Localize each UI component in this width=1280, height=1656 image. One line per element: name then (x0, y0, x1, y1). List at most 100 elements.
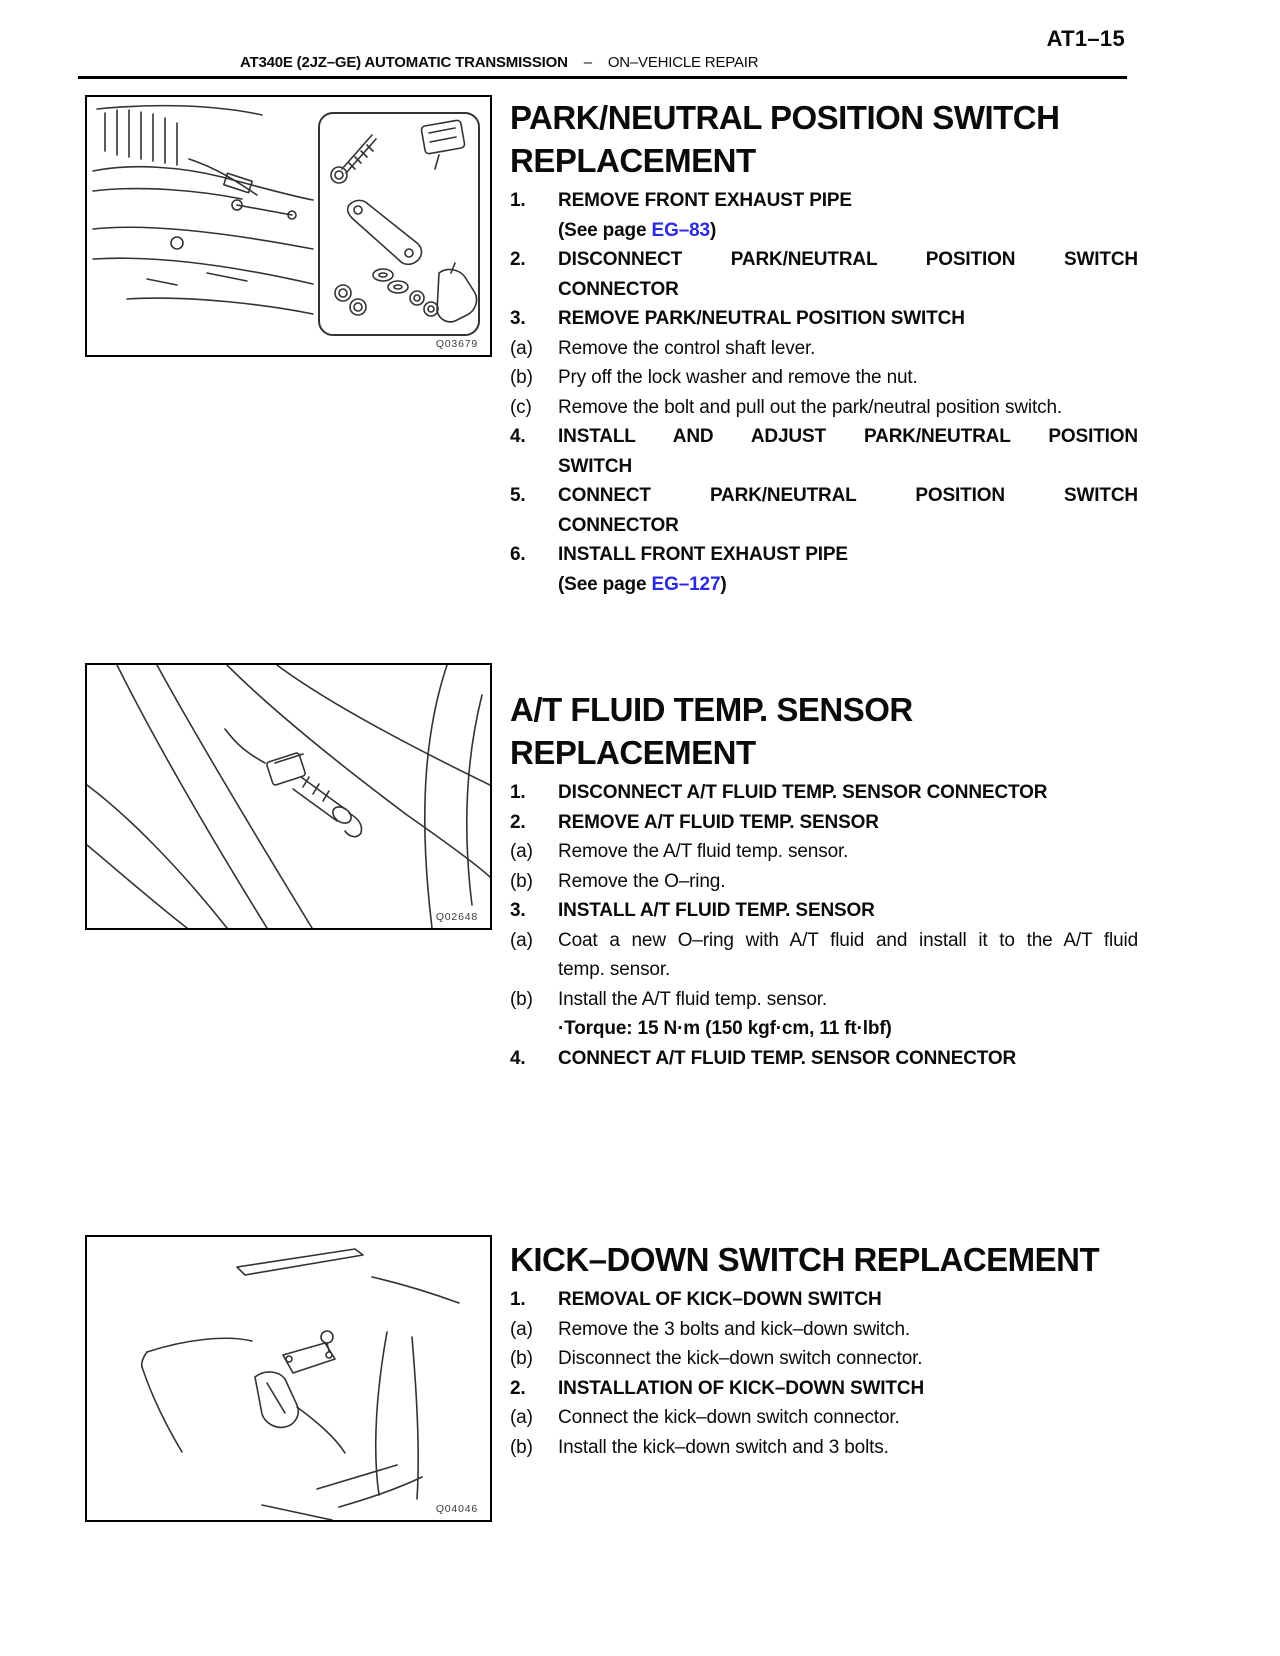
step-text: INSTALLATION OF KICK–DOWN SWITCH (558, 1377, 925, 1399)
substep-marker: (b) (510, 1436, 533, 1458)
step-marker: 6. (510, 544, 526, 565)
substep-marker: (b) (510, 870, 533, 892)
step-text: REMOVE PARK/NEUTRAL POSITION SWITCH (558, 308, 965, 329)
park-neutral-switch-illustration (92, 104, 480, 336)
figure-code: Q02648 (435, 911, 478, 923)
running-header: AT340E (2JZ–GE) AUTOMATIC TRANSMISSION –… (240, 54, 759, 71)
substep-marker: (a) (510, 1407, 533, 1428)
step-marker: 4. (510, 426, 526, 447)
kick-down-switch-illustration (140, 1248, 460, 1520)
step-item: 4. CONNECT A/T FLUID TEMP. SENSOR CONNEC… (510, 1044, 1138, 1074)
step-text: CONNECT A/T FLUID TEMP. SENSOR CONNECTOR (558, 1047, 1017, 1069)
substep-text: Pry off the lock washer and remove the n… (558, 367, 918, 388)
substep-marker: (a) (510, 841, 533, 862)
header-rule (78, 76, 1127, 79)
substep-text: Remove the A/T fluid temp. sensor. (558, 841, 849, 862)
substep-marker: (b) (510, 367, 533, 388)
step-item: 3. REMOVE PARK/NEUTRAL POSITION SWITCH (510, 304, 1138, 334)
substep-text: Remove the 3 bolts and kick–down switch. (558, 1318, 911, 1340)
substep-item: (a) Remove the A/T fluid temp. sensor. (510, 837, 1138, 867)
section-title: KICK–DOWN SWITCH REPLACEMENT (510, 1238, 1138, 1281)
fluid-temp-sensor-illustration (87, 665, 490, 928)
substep-text: Coat a new O–ring with A/T fluid and ins… (558, 929, 1138, 981)
substep-text: Remove the O–ring. (558, 870, 726, 892)
running-header-subtitle: ON–VEHICLE REPAIR (607, 54, 759, 71)
section-title-line: KICK–DOWN SWITCH REPLACEMENT (510, 1241, 1100, 1278)
see-page-prefix: (See page (558, 573, 652, 595)
substep-item: (b) Remove the O–ring. (510, 867, 1138, 897)
section-title-line: PARK/NEUTRAL POSITION SWITCH (510, 99, 1060, 136)
step-marker: 2. (510, 249, 526, 270)
step-text: (See page EG–83) (558, 216, 1138, 246)
see-page-suffix: ) (709, 219, 717, 241)
substep-text: Remove the bolt and pull out the park/ne… (558, 396, 1062, 418)
step-text: REMOVE A/T FLUID TEMP. SENSOR (558, 811, 879, 833)
substep-text: Connect the kick–down switch connector. (558, 1407, 900, 1428)
step-list: 1. REMOVE FRONT EXHAUST PIPE (See page E… (510, 186, 1138, 599)
substep-item: (b) Install the A/T fluid temp. sensor. (510, 985, 1138, 1015)
step-item: 1. REMOVE FRONT EXHAUST PIPE (510, 186, 1138, 216)
step-marker (510, 570, 558, 600)
see-page-prefix: (See page (558, 219, 652, 241)
step-marker (510, 216, 558, 246)
step-item: 2. REMOVE A/T FLUID TEMP. SENSOR (510, 808, 1138, 838)
section-title: PARK/NEUTRAL POSITION SWITCH REPLACEMENT (510, 96, 1138, 182)
section-kick-down-switch: KICK–DOWN SWITCH REPLACEMENT 1. REMOVAL … (510, 1238, 1138, 1462)
step-text: INSTALL A/T FLUID TEMP. SENSOR (558, 900, 875, 921)
substep-item: (c) Remove the bolt and pull out the par… (510, 393, 1138, 423)
substep-marker: (a) (510, 929, 533, 951)
substep-item: (b) Install the kick–down switch and 3 b… (510, 1433, 1138, 1463)
section-title-line: REPLACEMENT (510, 142, 756, 179)
section-title-line: A/T FLUID TEMP. SENSOR (510, 691, 913, 728)
step-marker: 2. (510, 811, 526, 833)
substep-text: Install the kick–down switch and 3 bolts… (558, 1436, 889, 1458)
step-marker: 2. (510, 1377, 526, 1399)
step-text: (See page EG–127) (558, 570, 1138, 600)
step-marker: 4. (510, 1047, 526, 1069)
step-marker: 1. (510, 782, 526, 803)
page-number: AT1–15 (1046, 26, 1125, 51)
step-list: 1. DISCONNECT A/T FLUID TEMP. SENSOR CON… (510, 778, 1138, 1073)
step-item: 1. DISCONNECT A/T FLUID TEMP. SENSOR CON… (510, 778, 1138, 808)
fluid-temp-sensor-figure: Q02648 (85, 663, 492, 930)
torque-spec-text: ·Torque: 15 N·m (150 kgf·cm, 11 ft·lbf) (558, 1018, 892, 1039)
substep-item: (a) Connect the kick–down switch connect… (510, 1403, 1138, 1433)
step-marker: 1. (510, 190, 526, 211)
step-marker: 3. (510, 900, 526, 921)
substep-text: Disconnect the kick–down switch connecto… (558, 1348, 923, 1369)
running-header-title: AT340E (2JZ–GE) AUTOMATIC TRANSMISSION (240, 54, 568, 71)
step-item: 6. INSTALL FRONT EXHAUST PIPE (510, 540, 1138, 570)
step-item: 2. DISCONNECT PARK/NEUTRAL POSITION SWIT… (510, 245, 1138, 304)
step-marker: 3. (510, 308, 526, 329)
substep-item: (a) Remove the 3 bolts and kick–down swi… (510, 1315, 1138, 1345)
substep-marker: (b) (510, 988, 533, 1010)
step-item: 3. INSTALL A/T FLUID TEMP. SENSOR (510, 896, 1138, 926)
step-text: REMOVE FRONT EXHAUST PIPE (558, 190, 852, 211)
kick-down-switch-figure: Q04046 (85, 1235, 492, 1522)
step-list: 1. REMOVAL OF KICK–DOWN SWITCH (a) Remov… (510, 1285, 1138, 1462)
step-item: (See page EG–83) (510, 216, 1138, 246)
section-title-line: REPLACEMENT (510, 734, 756, 771)
figure-code: Q04046 (435, 1503, 478, 1515)
park-neutral-switch-figure: Q03679 (85, 95, 492, 357)
step-text: REMOVAL OF KICK–DOWN SWITCH (558, 1289, 882, 1310)
figure-code: Q03679 (435, 338, 478, 350)
substep-marker: (c) (510, 396, 532, 418)
running-header-separator: – (583, 54, 592, 71)
section-fluid-temp-sensor: A/T FLUID TEMP. SENSOR REPLACEMENT 1. DI… (510, 688, 1138, 1073)
page-reference-link[interactable]: EG–83 (651, 219, 711, 241)
step-item: 2. INSTALLATION OF KICK–DOWN SWITCH (510, 1374, 1138, 1404)
see-page-suffix: ) (720, 573, 727, 595)
substep-text: Remove the control shaft lever. (558, 337, 816, 359)
step-marker: 5. (510, 485, 526, 506)
substep-marker: (a) (510, 1318, 533, 1340)
step-item: 4. INSTALL AND ADJUST PARK/NEUTRAL POSIT… (510, 422, 1138, 481)
step-text: DISCONNECT A/T FLUID TEMP. SENSOR CONNEC… (558, 782, 1048, 803)
page-reference-link[interactable]: EG–127 (651, 573, 721, 595)
step-item: (See page EG–127) (510, 570, 1138, 600)
step-marker (510, 1014, 558, 1044)
